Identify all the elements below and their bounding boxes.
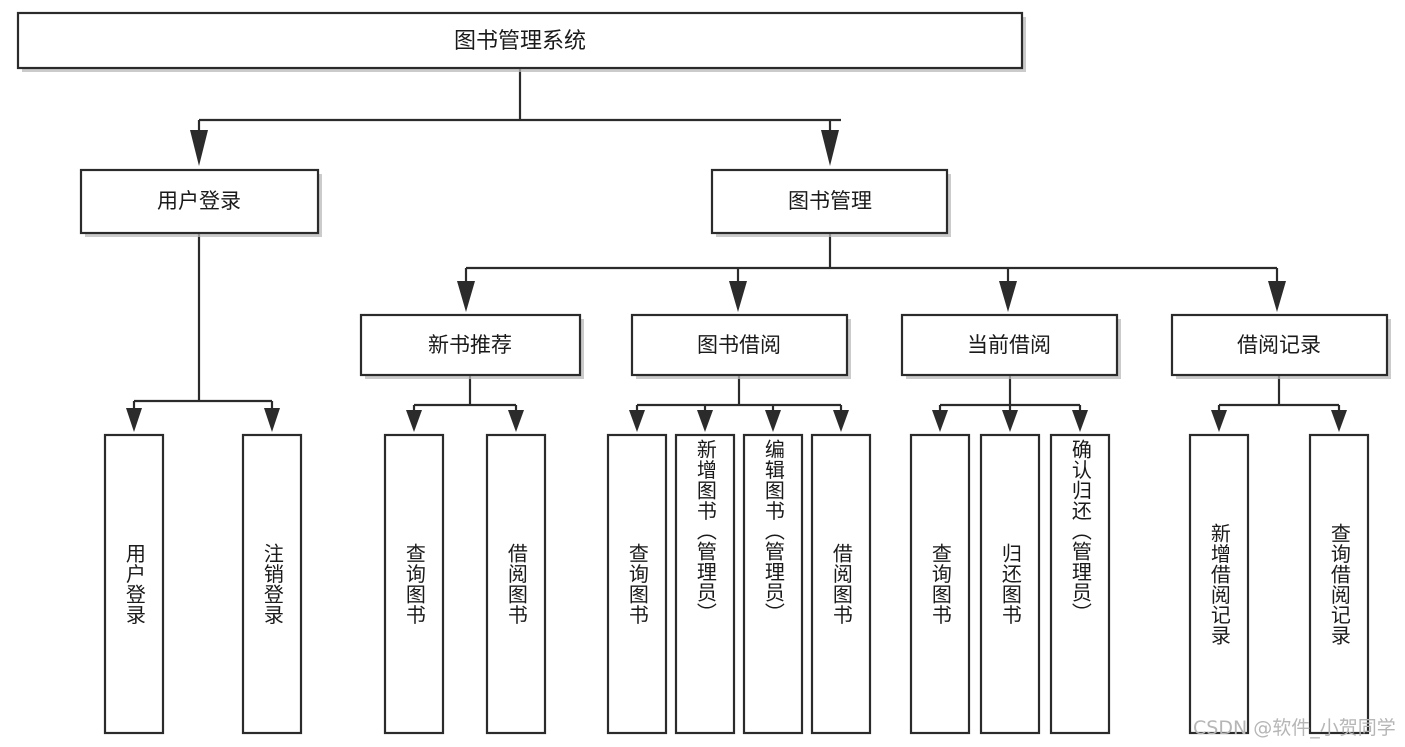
leaf-query-book-1-box[interactable] xyxy=(383,433,445,735)
arrowhead-leaf-add-record xyxy=(1211,410,1227,432)
node-borrow-record[interactable]: 借阅记录 xyxy=(1170,313,1391,379)
arrowhead-current-borrow xyxy=(999,281,1017,312)
arrowhead-leaf-query-record xyxy=(1331,410,1347,432)
node-user-login[interactable]: 用户登录 xyxy=(79,168,322,237)
node-book-borrow[interactable]: 图书借阅 xyxy=(630,313,851,379)
node-current-borrow-box[interactable] xyxy=(900,313,1119,377)
node-root-label: 图书管理系统 xyxy=(454,29,586,54)
leaf-borrow-book-1-box[interactable] xyxy=(485,433,547,735)
leaf-logout-login-box[interactable] xyxy=(241,433,303,735)
arrowhead-leaf-query-book-1 xyxy=(406,410,422,432)
node-borrow-record-label: 借阅记录 xyxy=(1237,333,1321,357)
node-user-login-label: 用户登录 xyxy=(157,189,241,213)
arrowhead-new-book-recommend xyxy=(457,281,475,312)
arrowhead-user-login xyxy=(190,130,208,166)
arrowhead-leaf-query-book-2 xyxy=(629,410,645,432)
arrowhead-book-borrow xyxy=(729,281,747,312)
leaf-box-layer xyxy=(103,433,1370,735)
node-book-borrow-box[interactable] xyxy=(630,313,849,377)
arrowhead-leaf-borrow-book-1 xyxy=(508,410,524,432)
node-root[interactable]: 图书管理系统 xyxy=(16,11,1026,72)
arrowhead-leaf-user-login xyxy=(126,408,142,432)
arrowhead-borrow-record xyxy=(1268,281,1286,312)
node-new-book-recommend-label: 新书推荐 xyxy=(428,333,512,357)
arrowhead-leaf-query-book-3 xyxy=(932,410,948,432)
leaf-user-login-box[interactable] xyxy=(103,433,165,735)
leaf-edit-book-box[interactable] xyxy=(742,433,804,735)
arrowhead-leaf-add-book xyxy=(697,410,713,432)
node-user-login-box[interactable] xyxy=(79,168,320,235)
arrowhead-leaf-confirm-return xyxy=(1072,410,1088,432)
leaf-add-record-box[interactable] xyxy=(1188,433,1250,735)
leaf-query-book-3-box[interactable] xyxy=(909,433,971,735)
node-new-book-recommend-box[interactable] xyxy=(359,313,582,377)
leaf-return-book-box[interactable] xyxy=(979,433,1041,735)
leaf-add-book-box[interactable] xyxy=(674,433,736,735)
node-current-borrow[interactable]: 当前借阅 xyxy=(900,313,1121,379)
node-book-manage-box[interactable] xyxy=(710,168,949,235)
arrowhead-leaf-logout-login xyxy=(264,408,280,432)
leaf-query-record-box[interactable] xyxy=(1308,433,1370,735)
leaf-borrow-book-2-box[interactable] xyxy=(810,433,872,735)
node-current-borrow-label: 当前借阅 xyxy=(967,333,1051,357)
node-borrow-record-box[interactable] xyxy=(1170,313,1389,377)
leaf-query-book-2-box[interactable] xyxy=(606,433,668,735)
arrowhead-leaf-return-book xyxy=(1002,410,1018,432)
node-book-borrow-label: 图书借阅 xyxy=(697,333,781,357)
node-book-manage[interactable]: 图书管理 xyxy=(710,168,951,237)
arrowhead-leaf-edit-book xyxy=(765,410,781,432)
node-book-manage-label: 图书管理 xyxy=(788,189,872,213)
leaf-confirm-return-box[interactable] xyxy=(1049,433,1111,735)
connector-layer xyxy=(126,68,1347,432)
arrowhead-book-manage xyxy=(821,130,839,166)
node-new-book-recommend[interactable]: 新书推荐 xyxy=(359,313,584,379)
node-root-box[interactable] xyxy=(16,11,1024,70)
arrowhead-leaf-borrow-book-2 xyxy=(833,410,849,432)
